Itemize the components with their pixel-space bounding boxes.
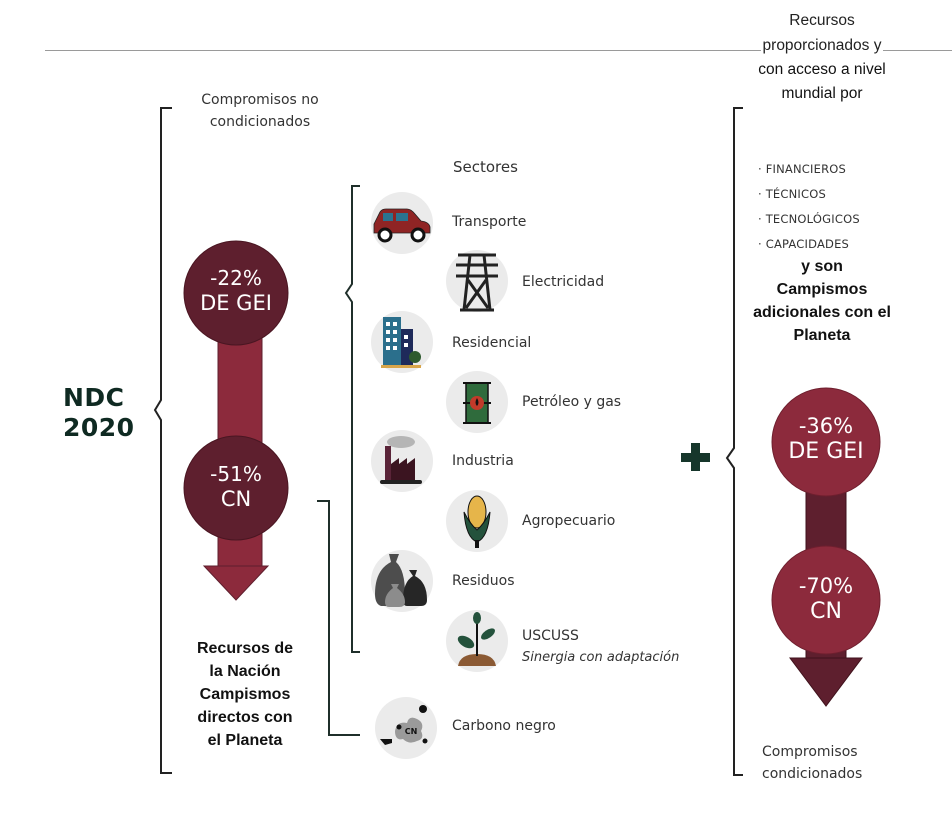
- buildings-icon: [371, 311, 433, 373]
- left-brace: [153, 107, 172, 774]
- right-circle-bottom: [771, 545, 881, 655]
- national-resources-line: Campismos: [199, 686, 291, 703]
- left-reduction-arrow: [183, 240, 289, 601]
- national-resources-line: Recursos de: [196, 640, 294, 657]
- additional-line: Campismos: [776, 281, 868, 298]
- left-heading: Compromisos no condicionados: [170, 89, 350, 133]
- sector-label-transporte: Transporte: [452, 214, 527, 230]
- left-heading-line1: Compromisos no: [201, 92, 319, 108]
- left-bottom-label: -51% CN: [184, 462, 288, 512]
- right-header-line: proporcionados y: [760, 35, 884, 57]
- right-top-label: -36% DE GEI: [772, 414, 880, 464]
- plus-icon: [680, 441, 712, 473]
- sector-label-residencial: Residencial: [452, 335, 532, 351]
- ndc-title: NDC 2020: [63, 383, 153, 443]
- sectors-heading: Sectores: [453, 158, 518, 176]
- sector-label-industria: Industria: [452, 453, 514, 469]
- right-footer: Compromisos condicionados: [762, 741, 902, 785]
- right-top-unit: DE GEI: [788, 439, 864, 464]
- left-bottom-unit: CN: [220, 487, 252, 511]
- right-header-line: con acceso a nivel: [758, 61, 886, 78]
- national-resources-line: el Planeta: [207, 732, 283, 749]
- national-resources-text: Recursos de la Nación Campismos directos…: [180, 637, 310, 752]
- right-reduction-arrow: [771, 387, 881, 707]
- right-bottom-unit: CN: [810, 599, 842, 624]
- car-icon: [371, 192, 433, 254]
- right-footer-line2: condicionados: [762, 766, 863, 782]
- sector-label-carbono-negro: Carbono negro: [452, 718, 556, 734]
- power-tower-icon: [446, 250, 508, 312]
- resource-types-list: · FINANCIEROS · TÉCNICOS · TECNOLÓGICOS …: [758, 157, 860, 257]
- resource-type-item: · TECNOLÓGICOS: [758, 212, 860, 226]
- right-header-line: mundial por: [781, 85, 863, 102]
- sector-sublabel-uscuss: Sinergia con adaptación: [522, 650, 680, 665]
- right-top-value: -36%: [798, 414, 854, 438]
- left-circle-top: [183, 240, 289, 346]
- black-carbon-icon: CN: [375, 697, 437, 759]
- corn-icon: [446, 490, 508, 552]
- additional-line: Planeta: [793, 327, 851, 344]
- carbon-bracket: [317, 500, 360, 736]
- left-top-value: -22%: [210, 266, 262, 290]
- oil-barrel-icon: [446, 371, 508, 433]
- right-brace: [725, 107, 743, 776]
- sector-label-uscuss: USCUSS: [522, 628, 579, 644]
- left-top-unit: DE GEI: [200, 291, 272, 315]
- right-header: Recursos proporcionados y con acceso a n…: [742, 8, 902, 106]
- ndc-title-line2: 2020: [63, 413, 135, 442]
- right-footer-line1: Compromisos: [762, 744, 858, 760]
- garbage-bags-icon: [371, 550, 433, 612]
- factory-icon: [371, 430, 433, 492]
- plant-icon: [446, 610, 508, 672]
- additional-line: adicionales con el: [753, 304, 891, 321]
- sector-label-petroleo-gas: Petróleo y gas: [522, 394, 622, 410]
- sector-label-agropecuario: Agropecuario: [522, 513, 616, 529]
- left-heading-line2: condicionados: [209, 114, 311, 130]
- right-header-line: Recursos: [789, 12, 855, 29]
- ndc-title-line1: NDC: [63, 383, 125, 412]
- right-bottom-label: -70% CN: [772, 574, 880, 624]
- black-carbon-icon-text: CN: [405, 727, 418, 736]
- additional-line: y son: [801, 258, 843, 275]
- right-bottom-value: -70%: [798, 574, 854, 598]
- sectors-brace: [344, 185, 360, 653]
- resource-type-item: · CAPACIDADES: [758, 237, 850, 251]
- left-circle-bottom: [183, 435, 289, 541]
- resource-type-item: · TÉCNICOS: [758, 187, 827, 201]
- top-divider: [45, 50, 952, 51]
- left-arrow-head: [202, 565, 270, 601]
- national-resources-line: directos con: [197, 709, 293, 726]
- resource-type-item: · FINANCIEROS: [758, 162, 847, 176]
- national-resources-line: la Nación: [209, 663, 281, 680]
- left-bottom-value: -51%: [210, 462, 262, 486]
- additional-commitments-text: y son Campismos adicionales con el Plane…: [742, 255, 902, 347]
- sector-label-electricidad: Electricidad: [522, 274, 605, 290]
- sector-label-residuos: Residuos: [452, 573, 515, 589]
- right-arrow-head: [789, 657, 863, 707]
- left-top-label: -22% DE GEI: [184, 266, 288, 316]
- right-circle-top: [771, 387, 881, 497]
